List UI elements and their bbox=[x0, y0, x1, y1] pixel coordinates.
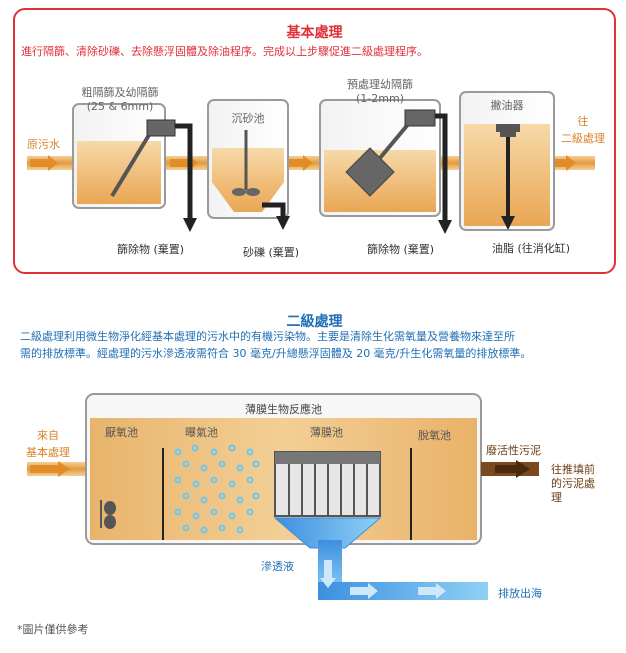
basic-treatment-description: 進行隔篩、清除砂礫、去除懸浮固體及除油程序。完成以上步驟促進二級處理程序。 bbox=[21, 45, 428, 58]
zone-deoxygenation: 脫氧池 bbox=[418, 429, 451, 442]
unit-1-output: 篩除物 (棄置) bbox=[117, 243, 185, 256]
sludge-dest-2: 的污泥處 bbox=[551, 477, 595, 490]
secondary-description-1: 二級處理利用微生物淨化經基本處理的污水中的有機污染物。主要是清除生化需氧量及營養… bbox=[20, 330, 515, 343]
unit-4-output: 油脂 (往消化缸) bbox=[492, 242, 571, 255]
unit-3-output: 篩除物 (棄置) bbox=[367, 243, 435, 256]
secondary-description-2: 需的排放標準。經處理的污水滲透液需符合 30 毫克/升總懸浮固體及 20 毫克/… bbox=[20, 347, 532, 360]
unit-2-output: 砂礫 (棄置) bbox=[243, 246, 300, 259]
unit-2-name: 沉砂池 bbox=[231, 112, 265, 125]
unit-3-name: 預處理幼隔篩 bbox=[347, 78, 413, 91]
zone-aeration: 曝氣池 bbox=[185, 426, 218, 439]
permeate-hopper bbox=[273, 517, 382, 549]
zone-membrane: 薄膜池 bbox=[310, 426, 343, 439]
unit-1-name: 粗隔篩及幼隔篩 bbox=[81, 86, 159, 99]
sludge-dest-1: 往推填前 bbox=[551, 463, 595, 476]
zone-anaerobic: 厭氧池 bbox=[105, 426, 138, 439]
secondary-inlet-label-1: 來自 bbox=[37, 429, 59, 442]
unit-3-spec: (1-2mm) bbox=[356, 92, 404, 105]
unit-1-spec: (25 & 6mm) bbox=[86, 100, 154, 113]
reactor-label: 薄膜生物反應池 bbox=[245, 403, 322, 416]
screen-motor-1 bbox=[146, 119, 176, 137]
screen-motor-2 bbox=[404, 109, 436, 127]
secondary-inlet-label-2: 基本處理 bbox=[26, 446, 70, 459]
aeration-bubbles bbox=[174, 444, 260, 534]
inlet-label: 原污水 bbox=[27, 138, 60, 151]
rotary-screen bbox=[345, 147, 395, 197]
permeate-label: 滲透液 bbox=[261, 560, 294, 573]
unit-4-name: 撇油器 bbox=[490, 99, 524, 112]
discharge-pipe bbox=[318, 582, 488, 600]
discharge-label: 排放出海 bbox=[498, 587, 542, 600]
outlet-label-2: 二級處理 bbox=[561, 132, 605, 145]
sludge-dest-3: 理 bbox=[551, 491, 562, 504]
sludge-label: 廢活性污泥 bbox=[486, 444, 541, 457]
outlet-label-1: 往 bbox=[577, 115, 589, 128]
reference-note: *圖片僅供參考 bbox=[17, 623, 89, 636]
secondary-treatment-title: 二級處理 bbox=[286, 314, 343, 330]
basic-treatment-title: 基本處理 bbox=[286, 25, 343, 41]
